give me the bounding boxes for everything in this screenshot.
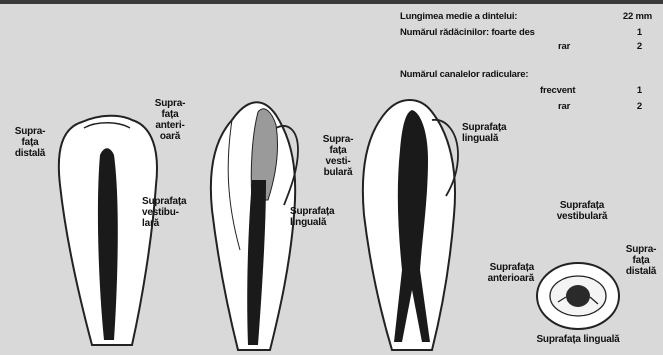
label-cross-lingual: Suprafața linguală xyxy=(518,334,638,345)
info-canals-label: Numărul canalelor radiculare: xyxy=(400,68,528,81)
label-distal-surface: Supra- fața distală xyxy=(2,126,58,159)
info-roots-value-1: 1 xyxy=(622,26,642,39)
info-canals-frequent-label: frecvent xyxy=(540,84,575,97)
info-canals-value-2: 2 xyxy=(622,100,642,113)
tooth-cross-section xyxy=(537,263,619,329)
label-vestibular-surface-view3: Supra- fața vesti- bulară xyxy=(316,134,360,178)
info-roots-rare-label: rar xyxy=(558,40,570,53)
info-roots-value-2: 2 xyxy=(622,40,642,53)
label-lingual-surface-view2: Suprafața linguală xyxy=(290,206,334,228)
tooth-distal-view xyxy=(59,116,157,345)
label-cross-distal: Supra- fața distală xyxy=(620,244,662,277)
tooth-lingual-view xyxy=(363,100,458,350)
info-length-value: 22 mm xyxy=(600,10,652,23)
label-cross-anterior: Suprafața anterioară xyxy=(448,262,534,284)
info-canals-value-1: 1 xyxy=(622,84,642,97)
label-cross-vestibular: Suprafața vestibulară xyxy=(534,200,630,222)
label-anterior-surface: Supra- fața anteri- oară xyxy=(140,98,200,142)
label-lingual-surface-view3: Suprafața linguală xyxy=(462,122,506,144)
info-roots-label: Numărul rădăcinilor: foarte des xyxy=(400,26,535,39)
info-length-label: Lungimea medie a dintelui: xyxy=(400,10,517,23)
tooth-vestibular-view xyxy=(211,102,298,350)
info-canals-rare-label: rar xyxy=(558,100,570,113)
label-vestibular-surface-view2: Suprafața vestibu- lară xyxy=(142,196,186,229)
